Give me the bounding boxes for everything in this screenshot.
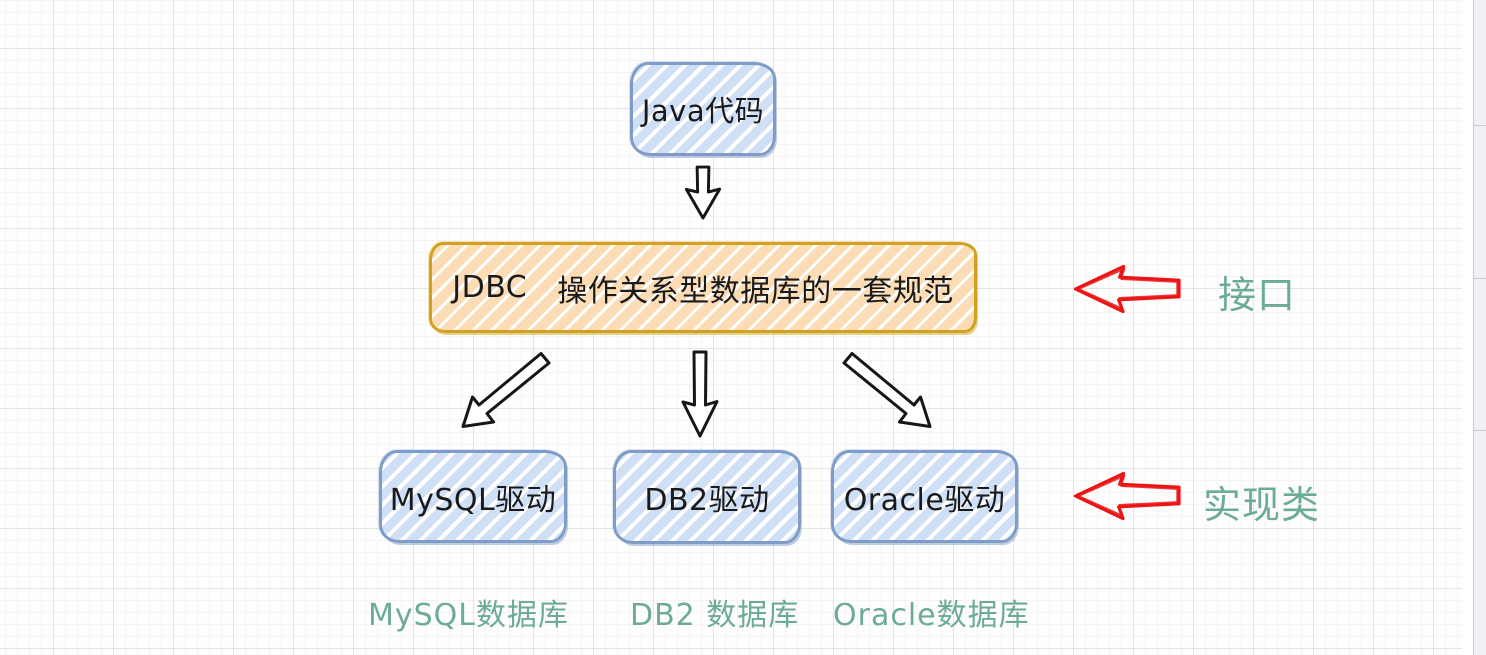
oracle-database-label: Oracle数据库 (833, 598, 1030, 633)
node-oracle-driver: Oracle驱动 (831, 450, 1018, 543)
node-oracle-driver-label: Oracle驱动 (843, 482, 1006, 518)
mysql-database-label: MySQL数据库 (368, 598, 570, 633)
node-jdbc-spec: JDBC 操作关系型数据库的一套规范 (429, 242, 977, 333)
node-java-code: Java代码 (630, 62, 776, 156)
panel-divider (1474, 125, 1486, 126)
implementation-annotation: 实现类 (1203, 483, 1321, 527)
node-jdbc-description: 操作关系型数据库的一套规范 (557, 273, 954, 309)
left-arrow-red-icon (1072, 469, 1182, 522)
panel-divider (1474, 430, 1486, 431)
node-db2-driver: DB2驱动 (613, 450, 801, 544)
node-mysql-driver-label: MySQL驱动 (389, 482, 557, 518)
down-arrow-icon (681, 165, 726, 222)
node-db2-driver-label: DB2驱动 (644, 483, 770, 518)
node-jdbc-name: JDBC (452, 270, 528, 305)
node-mysql-driver: MySQL驱动 (379, 450, 567, 543)
down-left-arrow-icon (456, 352, 553, 432)
right-panel-edge (1473, 0, 1486, 655)
down-right-arrow-icon (840, 352, 937, 432)
down-arrow-icon (677, 348, 723, 440)
db2-database-label: DB2 数据库 (630, 598, 800, 633)
node-java-code-label: Java代码 (641, 94, 765, 128)
left-arrow-red-icon (1072, 262, 1182, 315)
interface-annotation: 接口 (1218, 273, 1297, 317)
panel-divider (1474, 278, 1486, 279)
